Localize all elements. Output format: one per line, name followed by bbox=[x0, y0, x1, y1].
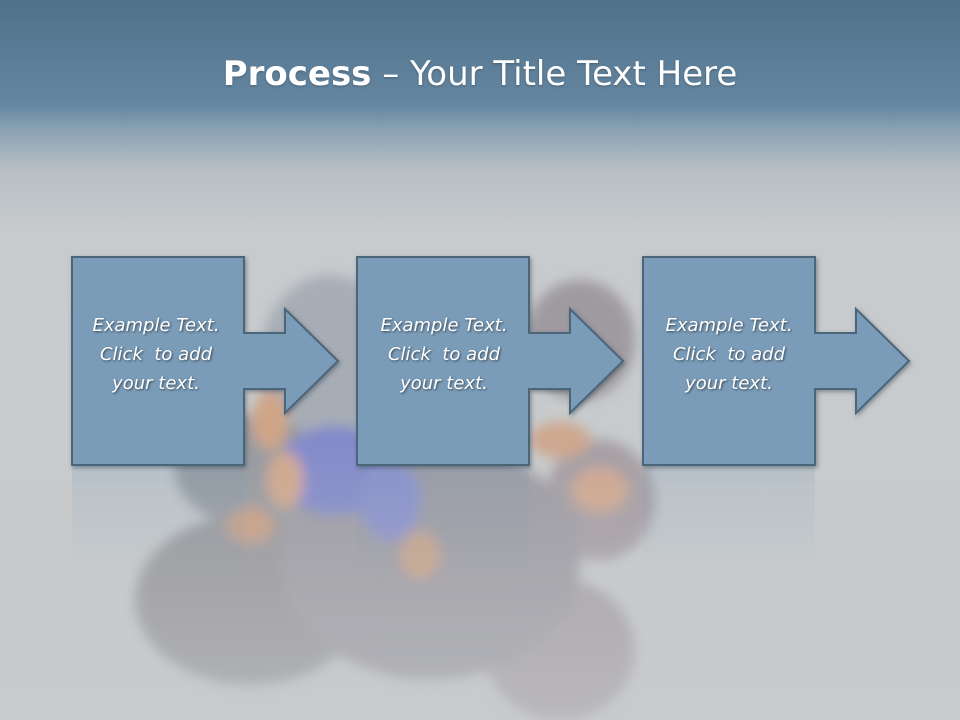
step-2-line-2: Click to add bbox=[387, 344, 500, 365]
slide-title-bold: Process bbox=[222, 54, 372, 94]
step-shape-2[interactable] bbox=[356, 256, 625, 466]
step-1-line-2: Click to add bbox=[99, 344, 212, 365]
step-1-line-1: Example Text. bbox=[92, 315, 220, 336]
step-shape-3[interactable] bbox=[642, 256, 911, 466]
slide-title-rest: – Your Title Text Here bbox=[371, 54, 738, 94]
step-text-2[interactable]: Example Text. Click to add your text. bbox=[358, 311, 530, 398]
step-3-line-1: Example Text. bbox=[665, 315, 793, 336]
step-shape-1[interactable] bbox=[71, 256, 340, 466]
slide-title[interactable]: Process – Your Title Text Here bbox=[0, 52, 960, 96]
title-area: Process – Your Title Text Here bbox=[0, 0, 960, 150]
step-2-line-3: your text. bbox=[400, 373, 488, 394]
step-3-line-3: your text. bbox=[685, 373, 773, 394]
step-1-line-3: your text. bbox=[112, 373, 200, 394]
step-text-3[interactable]: Example Text. Click to add your text. bbox=[643, 311, 815, 398]
diagram-reflection bbox=[72, 466, 815, 588]
step-2-line-1: Example Text. bbox=[380, 315, 508, 336]
step-3-line-2: Click to add bbox=[672, 344, 785, 365]
step-text-1[interactable]: Example Text. Click to add your text. bbox=[70, 311, 242, 398]
